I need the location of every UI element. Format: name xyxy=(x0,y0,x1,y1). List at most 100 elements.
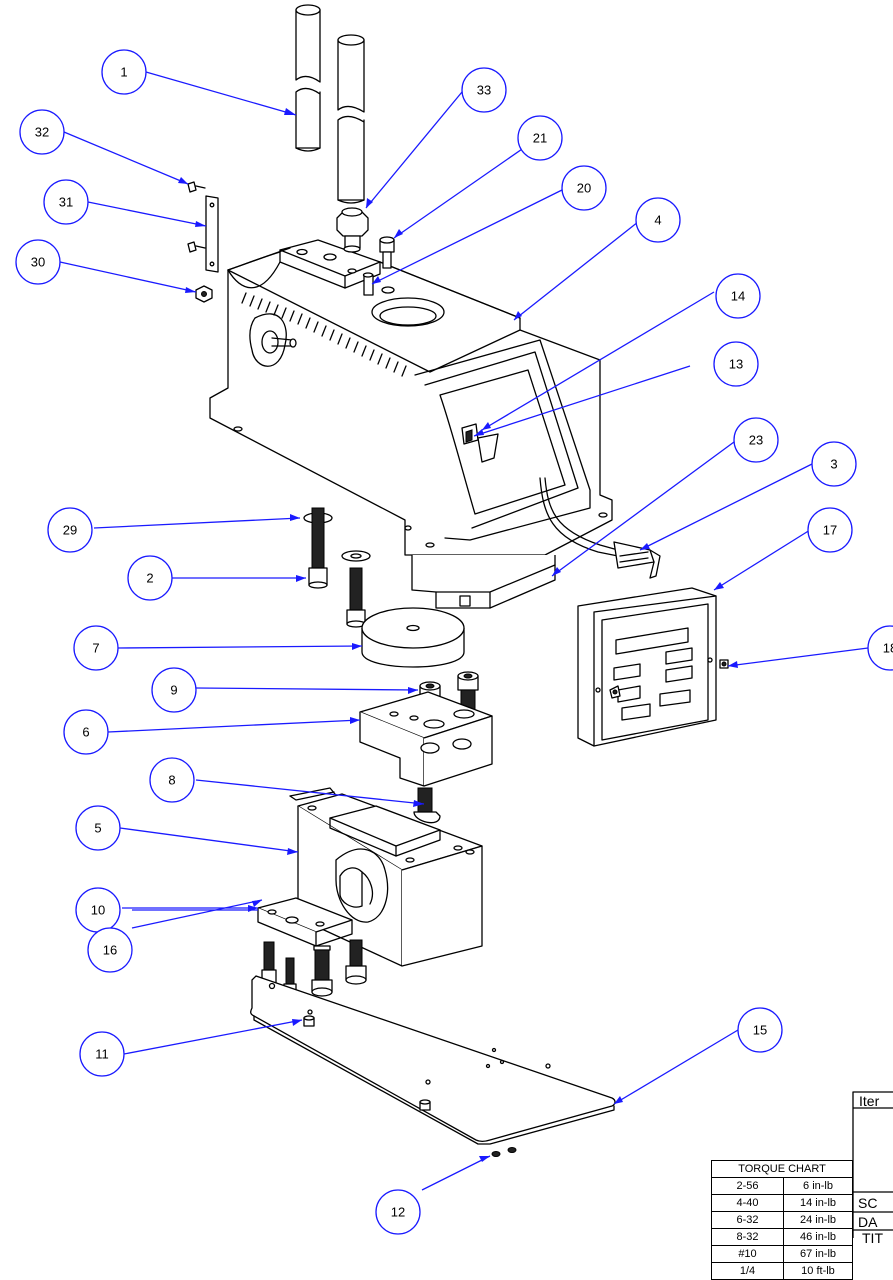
balloon-number: 16 xyxy=(103,943,117,958)
part-12-feet xyxy=(491,1147,517,1157)
balloon-15: 15 xyxy=(737,1007,783,1053)
balloon-10: 10 xyxy=(75,887,121,933)
balloon-number: 3 xyxy=(830,457,837,472)
balloons: 1332132203143014132332917271896851016151… xyxy=(15,49,893,1235)
balloon-number: 13 xyxy=(729,357,743,372)
balloon-circle xyxy=(73,625,119,671)
balloon-7: 7 xyxy=(73,625,119,671)
balloon-number: 7 xyxy=(92,641,99,656)
title-block-scale-label: SC xyxy=(858,1195,878,1211)
balloon-1: 1 xyxy=(101,49,147,95)
balloon-number: 18 xyxy=(883,641,893,656)
part-8-screw xyxy=(413,787,441,824)
title-block-title-label: TIT xyxy=(862,1230,883,1246)
balloon-circle xyxy=(47,507,93,553)
balloon-14: 14 xyxy=(715,273,761,319)
balloon-circle xyxy=(19,109,65,155)
balloon-number: 14 xyxy=(731,289,745,304)
balloon-circle xyxy=(867,625,893,671)
torque-chart-title: TORQUE CHART xyxy=(711,1160,853,1178)
balloon-number: 33 xyxy=(477,83,491,98)
part-7-spacer xyxy=(361,607,465,668)
balloon-number: 21 xyxy=(533,131,547,146)
balloon-3: 3 xyxy=(811,441,857,487)
title-block xyxy=(852,1091,893,1238)
balloon-8: 8 xyxy=(149,757,195,803)
balloon-30: 30 xyxy=(15,239,61,285)
balloon-number: 32 xyxy=(35,125,49,140)
title-block-date-label: DA xyxy=(858,1214,878,1230)
balloon-29: 29 xyxy=(47,507,93,553)
balloon-number: 4 xyxy=(654,213,661,228)
part-21-screw xyxy=(379,236,395,269)
balloon-circle xyxy=(151,667,197,713)
balloon-16: 16 xyxy=(87,927,133,973)
torque-size: 8-32 xyxy=(711,1228,784,1246)
balloon-number: 17 xyxy=(823,523,837,538)
part-14-clip xyxy=(461,423,499,463)
balloon-5: 5 xyxy=(75,805,121,851)
balloon-number: 11 xyxy=(95,1047,109,1062)
balloon-number: 29 xyxy=(63,523,77,538)
balloon-number: 31 xyxy=(59,195,73,210)
balloon-33: 33 xyxy=(461,67,507,113)
part-display-screw xyxy=(609,685,621,699)
balloon-circle xyxy=(75,805,121,851)
balloon-circle xyxy=(715,273,761,319)
title-block-item-label: Iter xyxy=(859,1093,880,1109)
balloon-circle xyxy=(811,441,857,487)
balloon-number: 23 xyxy=(749,433,763,448)
part-3-cable xyxy=(539,477,661,579)
balloon-circle xyxy=(101,49,147,95)
balloon-4: 4 xyxy=(635,197,681,243)
torque-value: 24 in-lb xyxy=(783,1211,853,1229)
balloon-number: 1 xyxy=(120,65,127,80)
part-5-load-cell xyxy=(289,787,483,967)
balloon-circle xyxy=(733,417,779,463)
part-33-fitting xyxy=(336,207,369,253)
part-2-screws xyxy=(308,507,366,628)
torque-value: 6 in-lb xyxy=(783,1177,853,1195)
balloon-31: 31 xyxy=(43,179,89,225)
torque-value: 10 ft-lb xyxy=(783,1262,853,1280)
part-20-pin xyxy=(362,272,374,296)
balloon-circle xyxy=(635,197,681,243)
balloon-number: 8 xyxy=(168,773,175,788)
balloon-circle xyxy=(461,67,507,113)
balloon-circle xyxy=(63,709,109,755)
part-10-base-block xyxy=(257,897,353,947)
part-31-bracket xyxy=(205,195,219,273)
balloon-number: 20 xyxy=(577,181,591,196)
balloon-circle xyxy=(149,757,195,803)
torque-value: 14 in-lb xyxy=(783,1194,853,1212)
balloon-circle xyxy=(43,179,89,225)
torque-size: 1/4 xyxy=(711,1262,784,1280)
balloon-number: 10 xyxy=(91,903,105,918)
balloon-circle xyxy=(79,1031,125,1077)
part-15-base-plate xyxy=(250,975,616,1145)
torque-size: 6-32 xyxy=(711,1211,784,1229)
part-4-housing xyxy=(209,239,613,609)
torque-value: 67 in-lb xyxy=(783,1245,853,1263)
torque-size: 4-40 xyxy=(711,1194,784,1212)
balloon-number: 9 xyxy=(170,683,177,698)
part-1-rods xyxy=(295,4,365,204)
torque-value: 46 in-lb xyxy=(783,1228,853,1246)
torque-size: 2-56 xyxy=(711,1177,784,1195)
exploded-assembly-drawing: 1332132203143014132332917271896851016151… xyxy=(15,4,893,1238)
part-6-adapter-plate xyxy=(359,691,493,787)
torque-size: #10 xyxy=(711,1245,784,1263)
balloon-number: 6 xyxy=(82,725,89,740)
balloon-12: 12 xyxy=(375,1189,421,1235)
part-30-nut xyxy=(195,285,213,303)
balloon-number: 15 xyxy=(753,1023,767,1038)
balloon-13: 13 xyxy=(713,341,759,387)
part-32-screws xyxy=(187,181,206,253)
part-16-screws xyxy=(261,939,367,997)
balloon-21: 21 xyxy=(517,115,563,161)
